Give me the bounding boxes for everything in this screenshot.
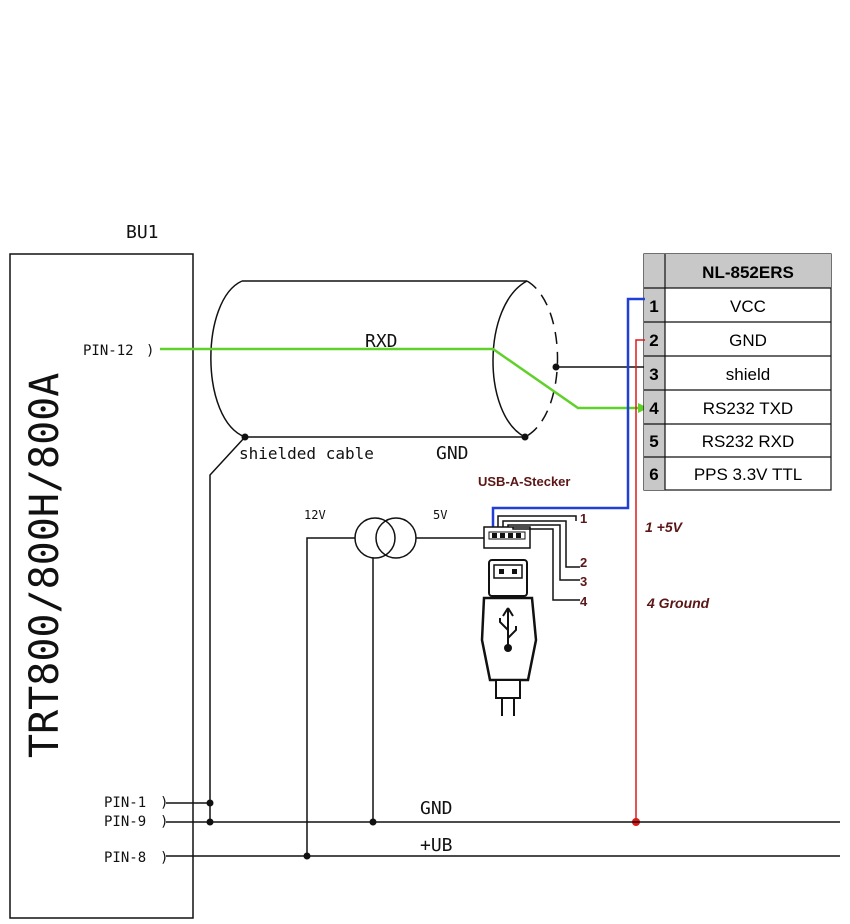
device-block: BU1 TRT800/800H/800A PIN-12 ) PIN-1 ) PI…: [9, 222, 194, 919]
pin9-label: PIN-9: [104, 814, 146, 830]
cable-left-end: [210, 280, 246, 438]
converter-coil-left: [354, 517, 396, 559]
usb-cable-stub: [501, 698, 515, 716]
table-num-column: [644, 254, 665, 490]
usb-contact: [516, 533, 521, 538]
usb-plug-hole: [499, 569, 504, 574]
table-row-num: 3: [649, 365, 658, 384]
vcc-wire: [491, 297, 645, 528]
junction-converter-ub: [303, 852, 311, 860]
usb-plug-hole: [512, 569, 517, 574]
table-row-num: 1: [649, 297, 658, 316]
usb-socket: [483, 526, 531, 549]
usb-plug-tongue: [493, 564, 523, 579]
table-header-bg: [665, 254, 831, 288]
usb-trident-icon: [499, 607, 517, 645]
table-row-label: shield: [726, 365, 770, 384]
rxd-label: RXD: [365, 331, 398, 352]
device-outline: [9, 253, 194, 919]
converter-12v-wire: [306, 537, 355, 856]
usb-note-vcc: 1 +5V: [645, 519, 684, 535]
usb-note-gnd: 4 Ground: [646, 595, 710, 611]
device-name-label: TRT800/800H/800A: [22, 373, 68, 758]
converter-output-label: 5V: [433, 508, 447, 522]
table-row-label: RS232 TXD: [703, 399, 793, 418]
rxd-arrowhead: [638, 403, 648, 413]
usb-pin-label: 3: [580, 574, 587, 589]
table-row-label: GND: [729, 331, 767, 350]
usb-trident-dot: [504, 644, 512, 652]
usb-lead-1: [497, 515, 577, 527]
table-row-num: 6: [649, 465, 658, 484]
usb-contact: [500, 533, 505, 538]
shielded-cable-label: shielded cable: [239, 444, 374, 463]
pin1-label: PIN-1: [104, 795, 146, 811]
gps-pin-table: NL-852ERS 1 VCC 2 GND 3 shield 4 RS232 T…: [643, 253, 832, 491]
gnd-wire-red: [635, 339, 645, 822]
shielded-cable: RXD shielded cable GND: [210, 280, 560, 464]
usb-pin-label: 4: [580, 594, 588, 609]
usb-contact: [492, 533, 497, 538]
cable-shield-node-right: [521, 433, 529, 441]
voltage-converter: 12V 5V: [304, 508, 447, 559]
usb-plug-neck: [495, 679, 521, 699]
cable-right-outer: [524, 280, 559, 438]
usb-lead-4: [512, 527, 580, 601]
table-row-label: VCC: [730, 297, 766, 316]
pin8-label: PIN-8: [104, 850, 146, 866]
shield-drain-wire: [209, 436, 246, 803]
gnd-bus-label: GND: [420, 798, 453, 819]
cable-right-inner: [492, 280, 528, 438]
pin12-bracket: ): [146, 343, 154, 359]
table-frame: [643, 253, 832, 491]
usb-title: USB-A-Stecker: [478, 474, 570, 489]
converter-input-label: 12V: [304, 508, 326, 522]
table-row-num: 4: [649, 399, 659, 418]
device-ref-label: BU1: [126, 222, 159, 243]
table-header-label: NL-852ERS: [702, 263, 794, 282]
table-row-label: PPS 3.3V TTL: [694, 465, 802, 484]
junction-converter-gnd: [369, 818, 377, 826]
pin9-bracket: ): [160, 814, 168, 830]
pin1-bracket: ): [160, 795, 168, 811]
pin8-bracket: ): [160, 850, 168, 866]
rxd-wire: [160, 347, 640, 410]
usb-socket-tongue: [488, 531, 526, 540]
usb-contact: [508, 533, 513, 538]
usb-pin-label: 1: [580, 511, 587, 526]
usb-lead-3: [507, 524, 580, 581]
table-row-num: 2: [649, 331, 658, 350]
table-row-label: RS232 RXD: [702, 432, 795, 451]
table-row-num: 5: [649, 432, 658, 451]
ub-bus-label: +UB: [420, 835, 453, 856]
usb-lead-2: [502, 520, 580, 568]
converter-coil-right: [375, 517, 417, 559]
usb-plug-icon: 1 2 3 4: [480, 511, 588, 716]
cable-gnd-label: GND: [436, 443, 469, 464]
usb-pin-label: 2: [580, 555, 587, 570]
pin12-label: PIN-12: [83, 343, 134, 359]
